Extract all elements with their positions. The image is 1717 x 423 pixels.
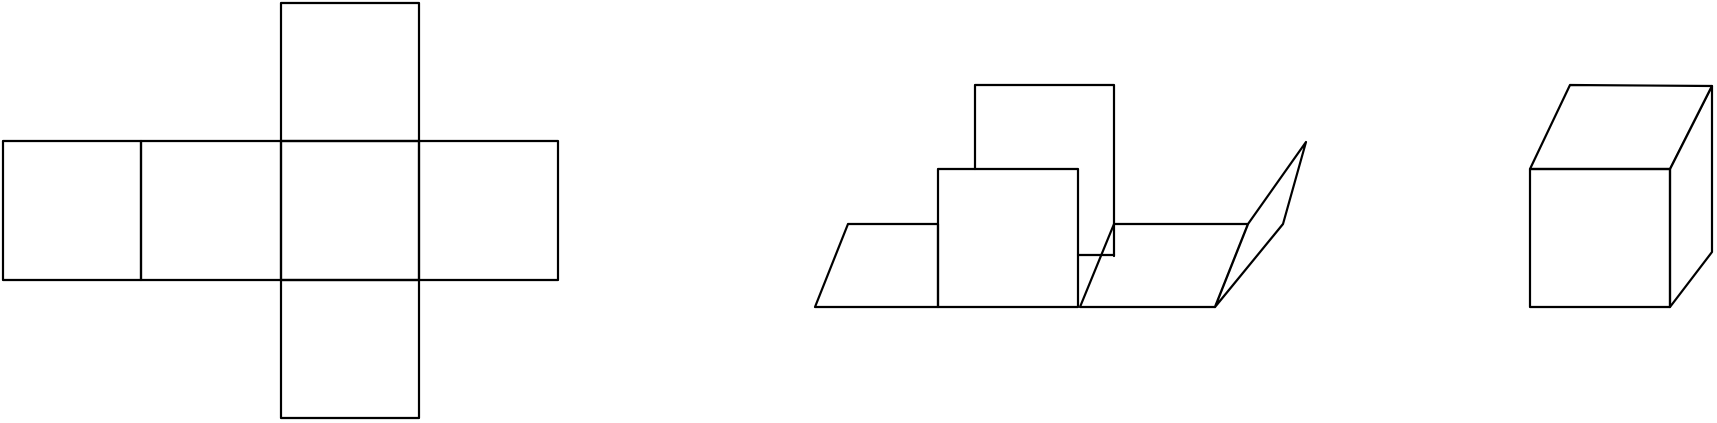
cube-top-face: [1528, 83, 1714, 171]
net-face-left: [139, 139, 283, 282]
net-face-bottom: [279, 278, 421, 420]
net-face-top: [279, 1, 421, 143]
folded-cube: [1528, 83, 1714, 309]
folding-front-face: [936, 167, 1080, 309]
folding-right-face: [1213, 140, 1308, 309]
folding-base-face: [1078, 222, 1250, 309]
net-face-center: [279, 139, 421, 282]
partially-folded-cube: [813, 83, 1308, 309]
cube-front-face: [1528, 167, 1672, 309]
folding-left-face: [813, 222, 940, 309]
net-face-right: [417, 139, 560, 282]
cube-side-face: [1668, 84, 1714, 309]
net-face-left-end: [1, 139, 143, 282]
folding-back-face: [973, 83, 1116, 258]
cube-net: [1, 1, 560, 420]
